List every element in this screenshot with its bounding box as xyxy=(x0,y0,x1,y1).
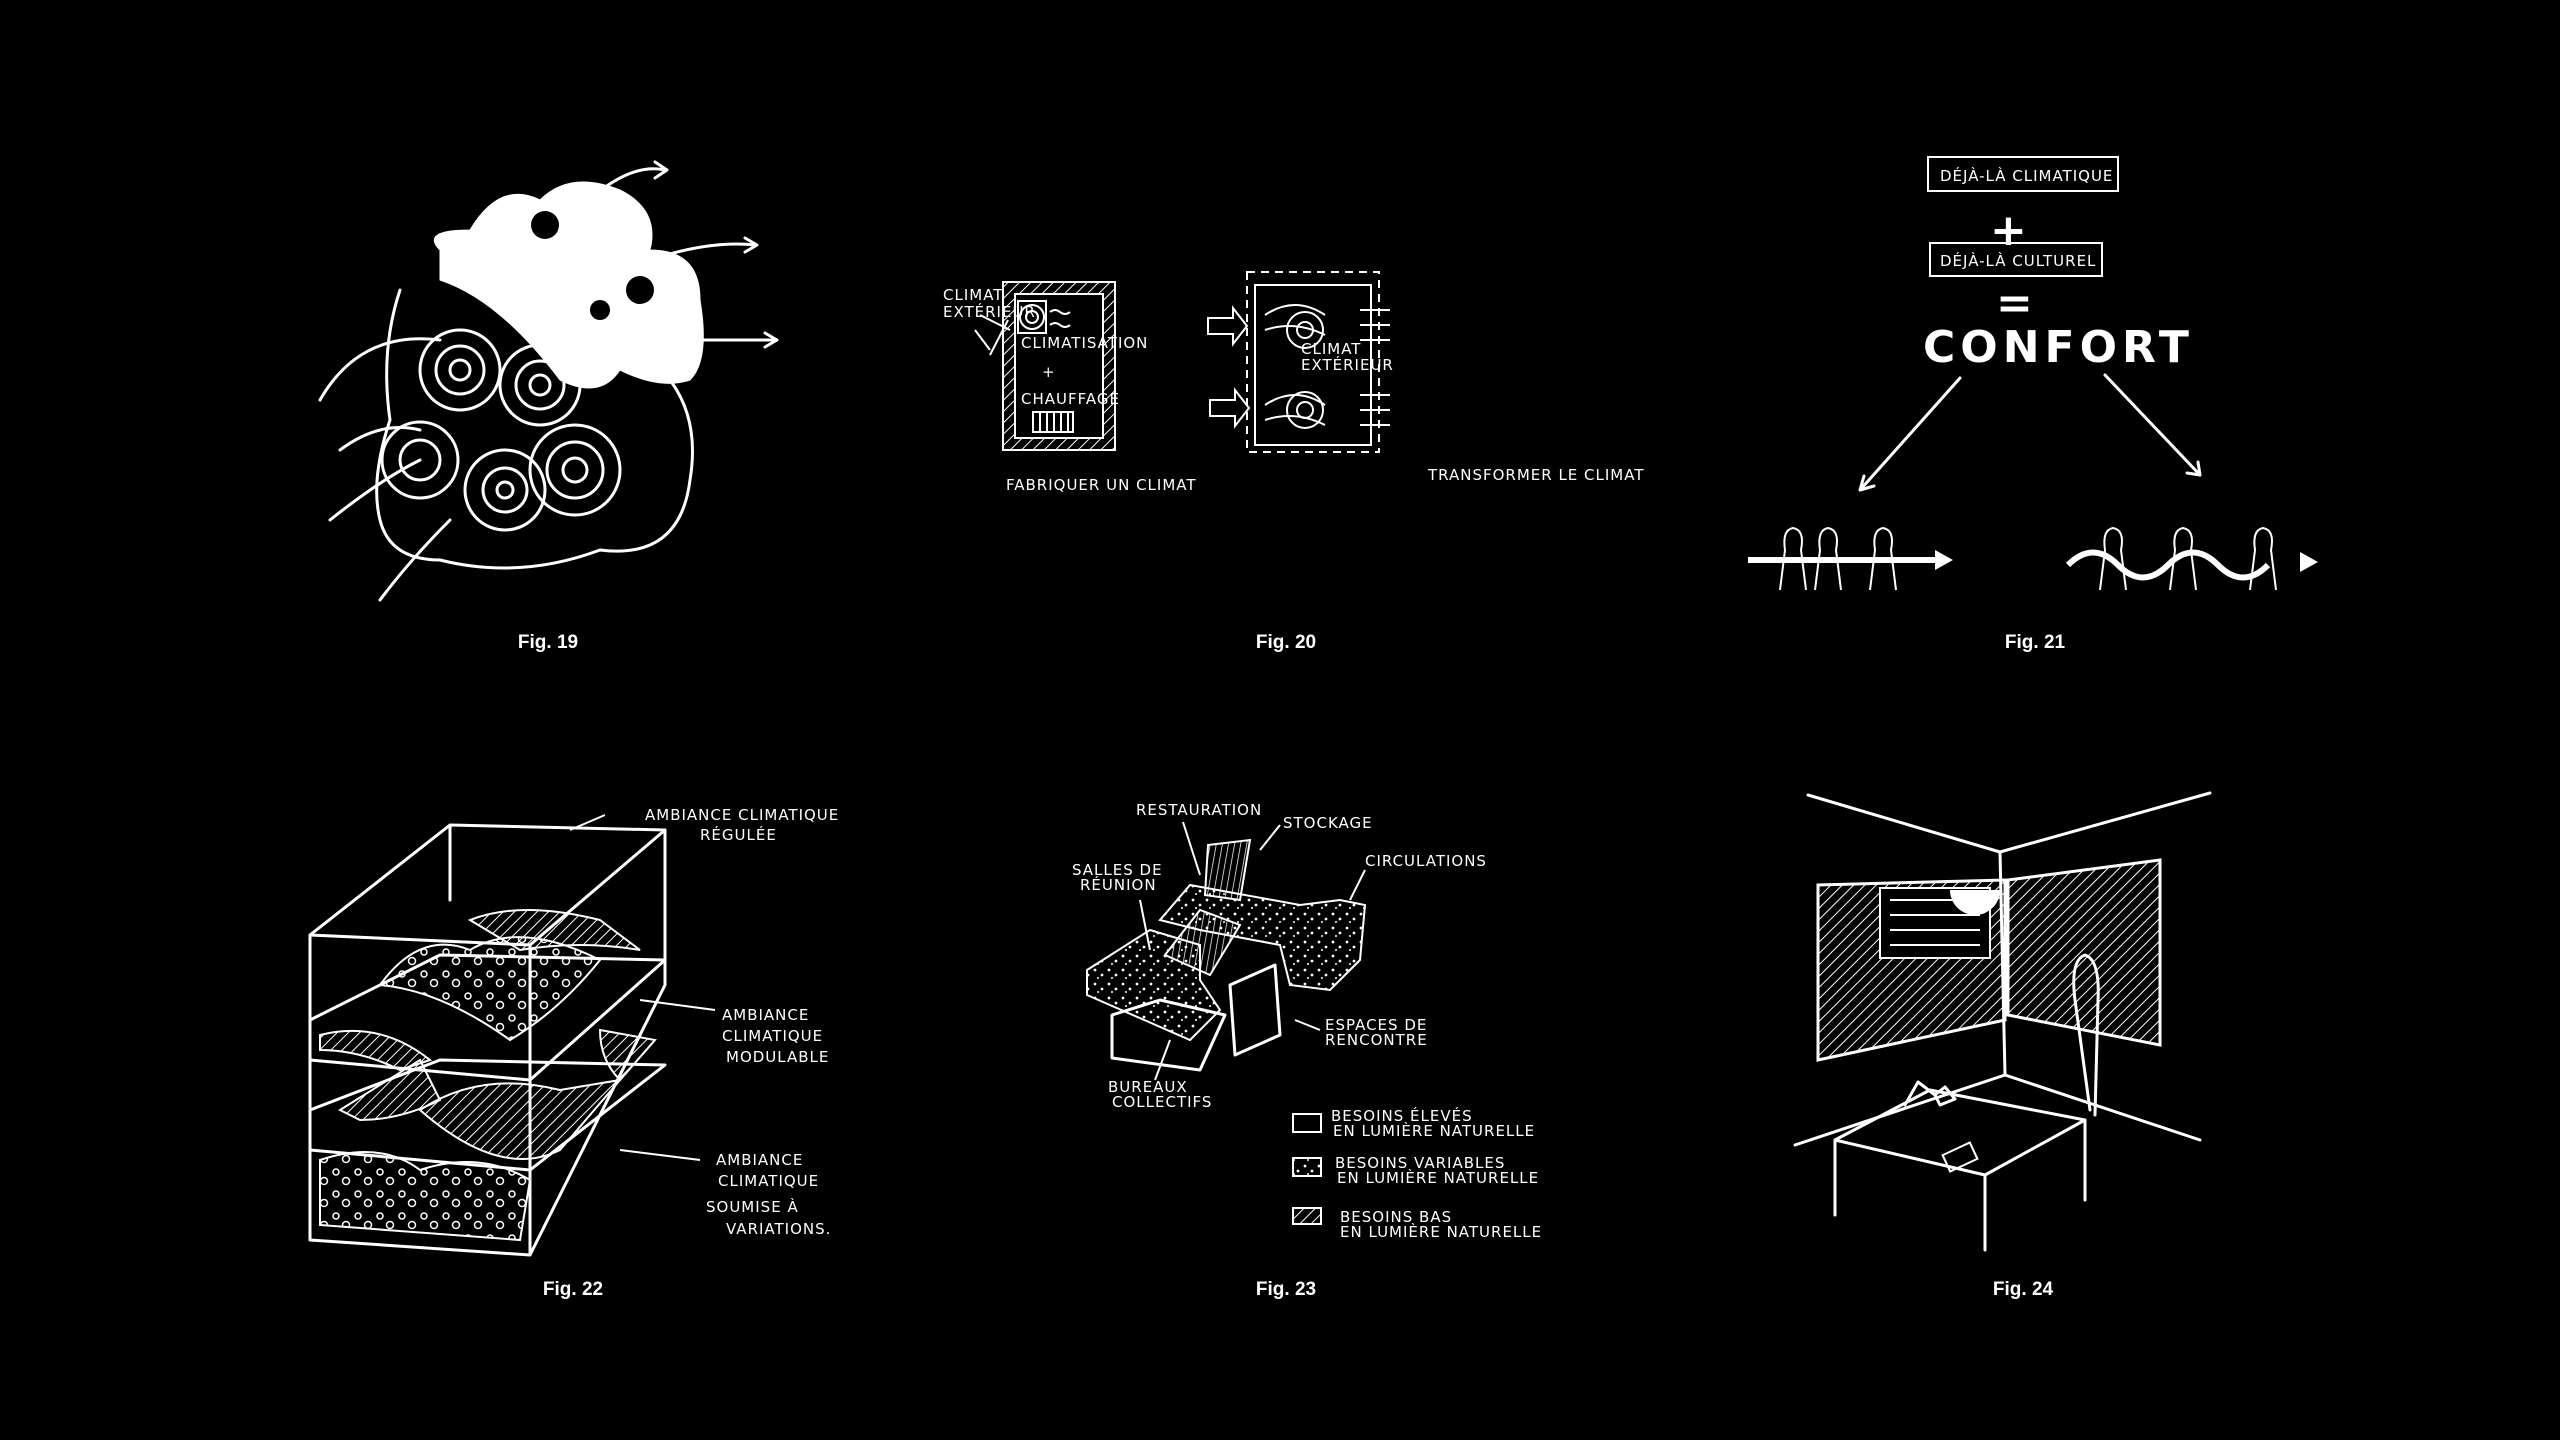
fig-21-sketch: DÉJÀ-LÀ CLIMATIQUE + DÉJÀ-LÀ CULTUREL = … xyxy=(1748,156,2318,591)
svg-text:AMBIANCE: AMBIANCE xyxy=(722,1006,809,1024)
svg-text:SOUMISE À: SOUMISE À xyxy=(706,1197,799,1216)
svg-text:BESOINS ÉLEVÉS: BESOINS ÉLEVÉS xyxy=(1331,1106,1473,1125)
fig-22-caption: Fig. 22 xyxy=(543,1279,603,1300)
svg-text:CONFORT: CONFORT xyxy=(1923,322,2194,373)
legend-swatch-hatched xyxy=(1292,1207,1322,1225)
fig-19-caption: Fig. 19 xyxy=(518,632,578,653)
svg-text:=: = xyxy=(1996,278,2038,329)
svg-text:EN LUMIÈRE NATURELLE: EN LUMIÈRE NATURELLE xyxy=(1337,1168,1539,1187)
svg-text:VARIATIONS.: VARIATIONS. xyxy=(726,1220,831,1238)
svg-text:TRANSFORMER LE CLIMAT: TRANSFORMER LE CLIMAT xyxy=(1427,466,1645,484)
svg-text:EXTÉRIEUR: EXTÉRIEUR xyxy=(943,302,1036,321)
svg-text:DÉJÀ-LÀ CLIMATIQUE: DÉJÀ-LÀ CLIMATIQUE xyxy=(1940,166,2113,185)
legend-swatch-dotted xyxy=(1292,1157,1322,1177)
svg-text:AMBIANCE: AMBIANCE xyxy=(716,1151,803,1169)
fig-21-caption: Fig. 21 xyxy=(2005,632,2066,653)
svg-text:CLIMAT: CLIMAT xyxy=(1301,340,1361,358)
svg-text:BESOINS BAS: BESOINS BAS xyxy=(1340,1208,1452,1226)
fig-24-sketch xyxy=(1793,791,2212,1252)
fig-19-sketch xyxy=(318,160,779,602)
svg-text:CLIMATISATION: CLIMATISATION xyxy=(1021,334,1148,352)
legend-swatch-plain xyxy=(1292,1113,1322,1133)
svg-text:BUREAUX: BUREAUX xyxy=(1108,1078,1188,1096)
svg-text:CHAUFFAGE: CHAUFFAGE xyxy=(1021,390,1120,408)
fig-22-sketch: AMBIANCE CLIMATIQUE RÉGULÉE AMBIANCE CLI… xyxy=(308,806,839,1257)
svg-text:RÉGULÉE: RÉGULÉE xyxy=(700,825,777,844)
fig-23-caption: Fig. 23 xyxy=(1256,1279,1316,1300)
fig-23-legend: BESOINS ÉLEVÉS EN LUMIÈRE NATURELLE BESO… xyxy=(1292,1106,1542,1241)
svg-text:STOCKAGE: STOCKAGE xyxy=(1283,814,1373,832)
svg-text:CLIMATIQUE: CLIMATIQUE xyxy=(722,1027,823,1045)
svg-text:DÉJÀ-LÀ CULTUREL: DÉJÀ-LÀ CULTUREL xyxy=(1940,251,2096,270)
svg-text:FABRIQUER UN CLIMAT: FABRIQUER UN CLIMAT xyxy=(1006,476,1197,494)
svg-text:CIRCULATIONS: CIRCULATIONS xyxy=(1365,852,1487,870)
svg-text:CLIMATIQUE: CLIMATIQUE xyxy=(718,1172,819,1190)
svg-text:BESOINS VARIABLES: BESOINS VARIABLES xyxy=(1335,1154,1505,1172)
svg-text:AMBIANCE CLIMATIQUE: AMBIANCE CLIMATIQUE xyxy=(645,806,839,824)
fig-23-sketch: RESTAURATION STOCKAGE SALLES DE RÉUNION … xyxy=(1072,801,1542,1241)
svg-text:ESPACES DE: ESPACES DE xyxy=(1325,1016,1427,1034)
svg-text:CLIMAT: CLIMAT xyxy=(943,286,1003,304)
svg-text:RESTAURATION: RESTAURATION xyxy=(1136,801,1262,819)
svg-text:SALLES DE: SALLES DE xyxy=(1072,861,1163,879)
svg-text:EXTÉRIEUR: EXTÉRIEUR xyxy=(1301,355,1394,374)
svg-text:+: + xyxy=(1042,363,1056,381)
fig-20-caption: Fig. 20 xyxy=(1256,632,1316,653)
fig-20-sketch: CLIMAT EXTÉRIEUR CLIMATISATION + CHAUFFA… xyxy=(943,271,1645,494)
svg-text:RÉUNION: RÉUNION xyxy=(1080,875,1157,894)
svg-text:EN LUMIÈRE NATURELLE: EN LUMIÈRE NATURELLE xyxy=(1333,1121,1535,1140)
svg-text:EN LUMIÈRE NATURELLE: EN LUMIÈRE NATURELLE xyxy=(1340,1222,1542,1241)
svg-text:MODULABLE: MODULABLE xyxy=(726,1048,829,1066)
svg-text:COLLECTIFS: COLLECTIFS xyxy=(1112,1093,1212,1111)
fig-24-caption: Fig. 24 xyxy=(1993,1279,2054,1300)
svg-text:RENCONTRE: RENCONTRE xyxy=(1325,1031,1428,1049)
svg-text:+: + xyxy=(1990,205,2032,256)
